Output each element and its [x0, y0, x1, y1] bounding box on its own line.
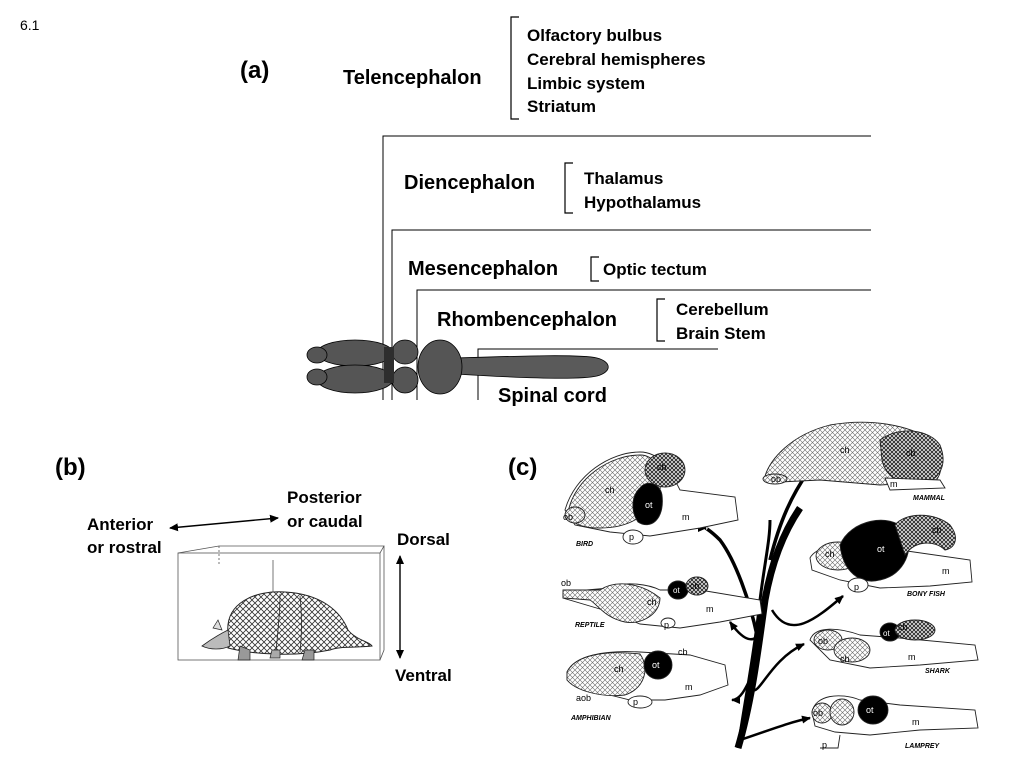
panel-c: (c) ob ch ot cb m p BIRD — [508, 421, 979, 750]
reptile-name: REPTILE — [575, 622, 605, 629]
bony-fish-name: BONY FISH — [907, 591, 946, 598]
shark-name: SHARK — [925, 668, 951, 675]
bird-name: BIRD — [576, 541, 593, 548]
bird-label-m: m — [682, 512, 690, 522]
shark-label-ot: ot — [883, 629, 890, 638]
amphibian-label-p: p — [633, 697, 638, 707]
slide-number: 6.1 — [20, 17, 40, 33]
shark-label-m: m — [908, 652, 916, 662]
rostral-caudal-arrow — [169, 514, 279, 532]
diencephalon-part: Thalamus — [584, 169, 663, 188]
bird-label-ch: ch — [605, 485, 615, 495]
posterior-label-sub: or caudal — [287, 512, 363, 531]
telencephalon-part: Olfactory bulbus — [527, 26, 662, 45]
lamprey-label-p: p — [822, 740, 827, 750]
bird-label-ob: ob — [563, 512, 573, 522]
bony-fish-label-ot: ot — [877, 544, 885, 554]
amphibian-label-cb: cb — [678, 647, 688, 657]
panel-c-label: (c) — [508, 454, 537, 481]
mammal-label-cb: cb — [906, 448, 916, 458]
lamprey-label-ot: ot — [866, 705, 874, 715]
reptile-label-ob: ob — [561, 578, 571, 588]
reptile-label-p: p — [664, 620, 669, 630]
amphibian-brain — [566, 650, 729, 709]
bony-fish-brain — [809, 514, 973, 593]
diencephalon-label: Diencephalon — [404, 172, 535, 194]
mesencephalon-label: Mesencephalon — [408, 258, 558, 280]
reptile-brain — [562, 576, 763, 629]
mammal-name: MAMMAL — [913, 495, 945, 502]
panel-a: (a) Telencephalon Olfactory bulbus Cereb… — [240, 16, 871, 407]
lamprey-brain — [811, 695, 979, 749]
mammal-brain — [762, 421, 946, 491]
bird-label-cb: cb — [657, 462, 667, 472]
panel-b: (b) Anterior or rostral Posterior or cau… — [55, 454, 452, 685]
bird-brain — [564, 451, 739, 545]
schematic-brain — [306, 339, 609, 395]
amphibian-label-ot: ot — [652, 660, 660, 670]
mesencephalon-part: Optic tectum — [603, 260, 707, 279]
shark-label-ch: ch — [840, 654, 850, 664]
diencephalon-bracket — [564, 162, 573, 214]
amphibian-label-ch: ch — [614, 664, 624, 674]
amphibian-label-aob: aob — [576, 693, 591, 703]
bony-fish-label-cb: cb — [932, 525, 942, 535]
division-lines — [382, 135, 871, 400]
reptile-label-ch: ch — [647, 597, 657, 607]
reptile-label-ot: ot — [673, 586, 680, 595]
panel-b-label: (b) — [55, 454, 86, 481]
telencephalon-part: Limbic system — [527, 74, 645, 93]
rhombencephalon-bracket — [656, 298, 665, 342]
posterior-label: Posterior — [287, 488, 362, 507]
shark-label-cb: cb — [898, 622, 908, 632]
bony-fish-label-p: p — [854, 582, 859, 592]
bony-fish-label-m: m — [942, 566, 950, 576]
mammal-label-ch: ch — [840, 445, 850, 455]
mammal-label-m: m — [890, 479, 898, 489]
amphibian-name: AMPHIBIAN — [570, 715, 612, 722]
panel-a-label: (a) — [240, 57, 269, 84]
amphibian-label-m: m — [685, 682, 693, 692]
reptile-label-m: m — [706, 604, 714, 614]
rhombencephalon-label: Rhombencephalon — [437, 309, 617, 331]
anterior-label-sub: or rostral — [87, 538, 162, 557]
shark-label-ob: ob — [818, 636, 828, 646]
rhombencephalon-part: Cerebellum — [676, 300, 769, 319]
dorsal-label: Dorsal — [397, 530, 450, 549]
bird-label-p: p — [629, 532, 634, 542]
lamprey-label-ob: ob — [813, 708, 823, 718]
rhombencephalon-part: Brain Stem — [676, 324, 766, 343]
spinal-cord-label: Spinal cord — [498, 385, 607, 407]
orientation-box — [177, 545, 385, 661]
telencephalon-part: Striatum — [527, 97, 596, 116]
diencephalon-part: Hypothalamus — [584, 193, 701, 212]
bird-label-ot: ot — [645, 500, 653, 510]
telencephalon-part: Cerebral hemispheres — [527, 50, 706, 69]
mammal-label-ob: ob — [771, 474, 781, 484]
ventral-label: Ventral — [395, 666, 452, 685]
anterior-label: Anterior — [87, 515, 154, 534]
mesencephalon-bracket — [590, 256, 599, 282]
armadillo-illustration — [201, 591, 373, 661]
reptile-label-cb: cb — [690, 581, 700, 591]
lamprey-name: LAMPREY — [905, 743, 941, 750]
lamprey-label-m: m — [912, 717, 920, 727]
telencephalon-label: Telencephalon — [343, 67, 482, 89]
bony-fish-label-ch: ch — [825, 549, 835, 559]
telencephalon-bracket — [510, 16, 519, 120]
shark-brain — [809, 619, 979, 669]
